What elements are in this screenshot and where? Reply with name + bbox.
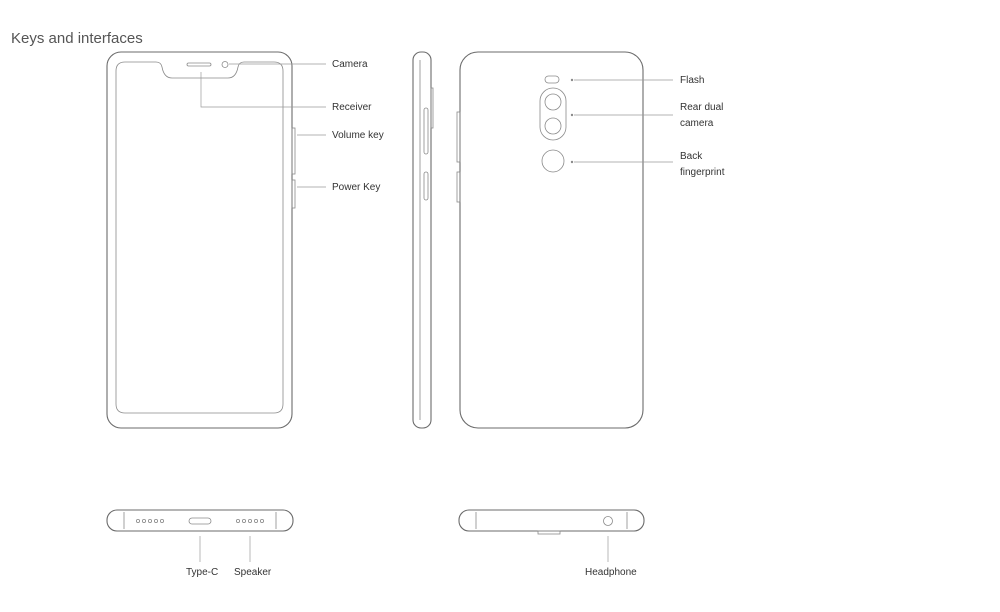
bottom-body-outline <box>106 509 294 532</box>
front-callouts: Camera Receiver Volume key Power Key <box>200 59 384 193</box>
receiver-label: Receiver <box>332 102 372 113</box>
phone-front-view <box>106 51 296 429</box>
back-fingerprint-label-2: fingerprint <box>680 167 725 178</box>
type-c-label: Type-C <box>186 567 218 578</box>
top-bottom-notch <box>537 530 561 535</box>
side-bump-upper <box>430 87 434 129</box>
phone-side-view <box>412 51 434 429</box>
headphone-jack <box>603 516 613 526</box>
rear-camera-lens-top <box>544 93 562 111</box>
rear-dual-camera-label-1: Rear dual <box>680 102 723 113</box>
receiver-slot <box>186 62 212 67</box>
flash-label: Flash <box>680 75 704 86</box>
top-body-outline <box>458 509 645 532</box>
rear-camera-module <box>539 87 567 141</box>
speaker-label: Speaker <box>234 567 272 578</box>
back-callouts: Flash Rear dual camera Back fingerprint <box>570 75 725 178</box>
page-title: Keys and interfaces <box>11 30 143 47</box>
side-body-outline <box>412 51 432 429</box>
type-c-port <box>188 517 212 525</box>
front-body-outline <box>106 51 293 429</box>
side-power-key <box>423 171 429 201</box>
volume-key-label: Volume key <box>332 130 384 141</box>
volume-key-button <box>291 127 296 175</box>
front-camera-icon <box>221 61 229 68</box>
rear-dual-camera-label-2: camera <box>680 118 714 129</box>
fingerprint-leader-dot <box>570 160 574 164</box>
side-volume-key <box>423 107 429 155</box>
headphone-label: Headphone <box>585 567 637 578</box>
back-side-key-upper <box>456 111 461 163</box>
back-fingerprint-label-1: Back <box>680 151 703 162</box>
mic-holes <box>135 519 164 524</box>
rear-camera-leader-dot <box>570 113 574 117</box>
phone-bottom-view: Type-C Speaker <box>106 509 294 578</box>
phone-back-view <box>456 51 644 429</box>
back-body-outline <box>459 51 644 429</box>
back-side-key-lower <box>456 171 461 203</box>
front-screen-outline <box>115 61 284 414</box>
power-key-label: Power Key <box>332 182 380 193</box>
speaker-holes <box>235 519 264 524</box>
camera-label: Camera <box>332 59 368 70</box>
flash-icon <box>544 75 560 84</box>
back-fingerprint-sensor <box>541 149 565 173</box>
rear-camera-lens-bottom <box>544 117 562 135</box>
power-key-button <box>291 179 296 209</box>
flash-leader-dot <box>570 78 574 82</box>
phone-top-view: Headphone <box>458 509 645 578</box>
receiver-leader <box>200 72 326 108</box>
